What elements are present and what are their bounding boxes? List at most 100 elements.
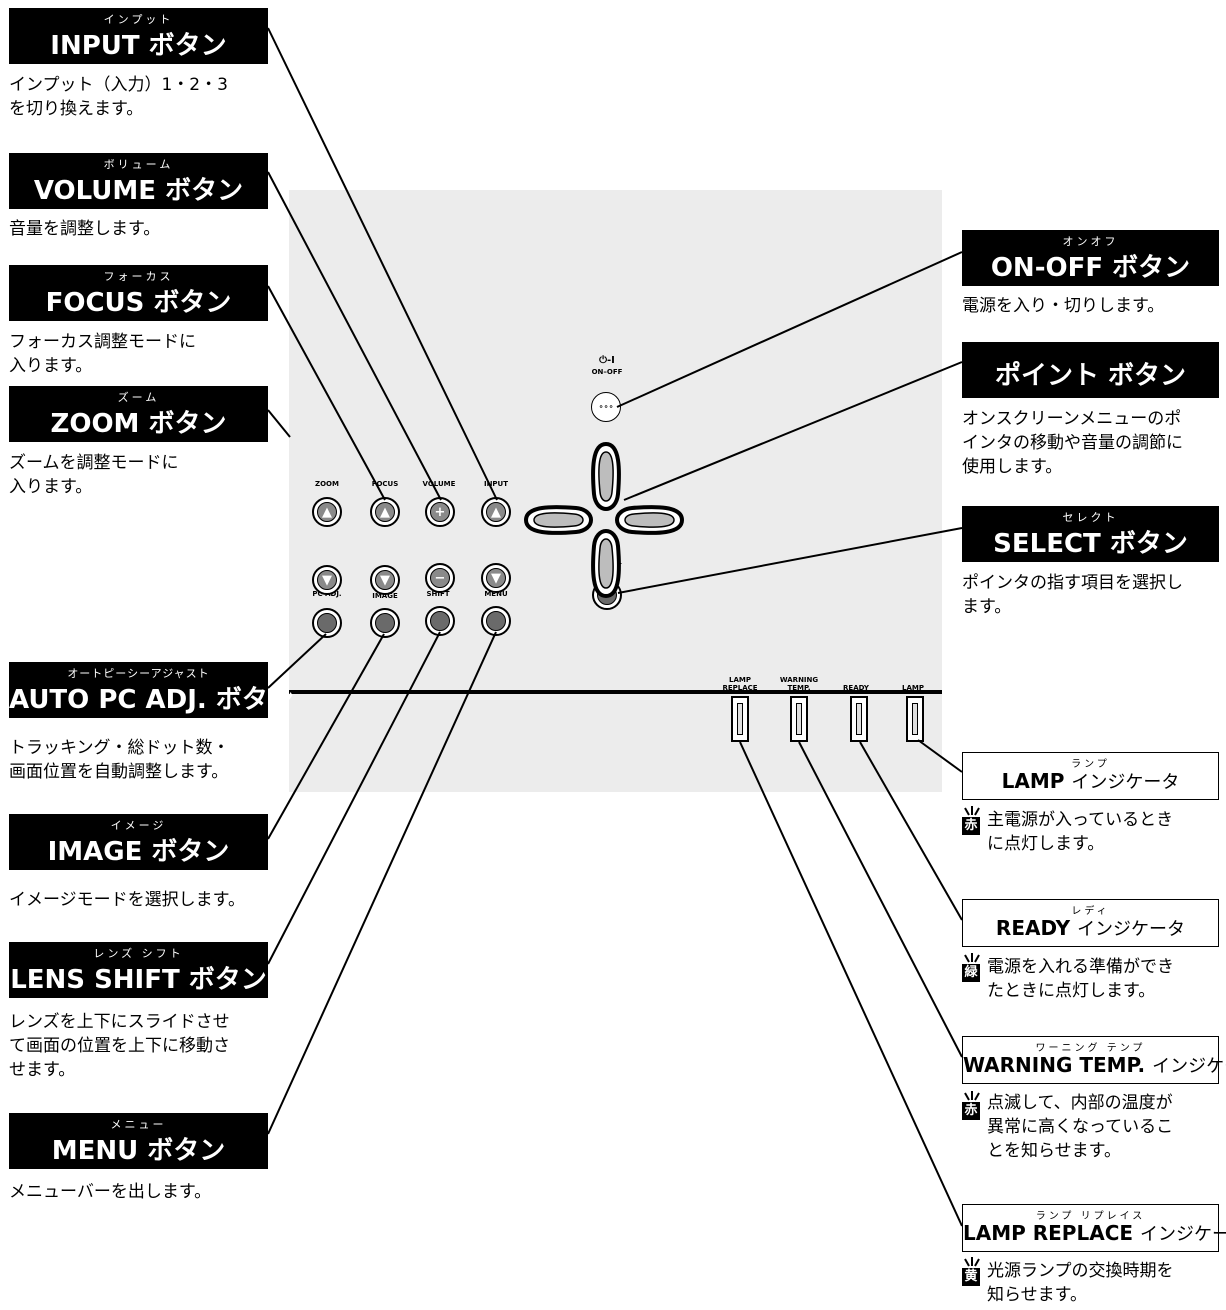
lamp-suffix: インジケータ	[1071, 772, 1180, 793]
round-button-cap-icon	[317, 613, 337, 633]
ready-ruby: レディ	[1071, 906, 1110, 917]
volume-plus-button[interactable]: +	[425, 497, 455, 527]
pointer-left-button[interactable]	[523, 505, 593, 535]
menu-title: MENU ボタン	[51, 1136, 226, 1166]
input-ruby: インプット	[103, 13, 174, 26]
lens-shift-button[interactable]	[425, 606, 455, 636]
warning-temp-panel-label: WARNING TEMP.	[774, 676, 824, 692]
warning-ruby: ワーニング テンプ	[1035, 1043, 1146, 1054]
on-off-button[interactable]: ∘∘∘	[591, 392, 621, 422]
lens-title: LENS SHIFT ボタン	[10, 965, 267, 995]
up-arrow-icon: ▲	[375, 502, 395, 522]
up-arrow-icon: ▲	[486, 502, 506, 522]
lens-label-line: SHIFT	[426, 590, 450, 598]
image-button[interactable]	[370, 608, 400, 638]
pointer-leader-line	[623, 361, 963, 501]
menu-desc-line: メニューバーを出します。	[9, 1182, 212, 1202]
point-title: ポイント ボタン	[994, 361, 1187, 391]
image-button-callout: イメージ IMAGE ボタン	[9, 814, 268, 870]
down-arrow-icon: ▼	[317, 570, 337, 590]
lens-shift-leader-line	[267, 631, 441, 965]
lamp-name: LAMP	[1001, 769, 1065, 793]
select-desc-line: ポインタの指す項目を選択し	[962, 573, 1183, 593]
focus-down-button[interactable]: ▼	[370, 565, 400, 595]
select-ruby: セレクト	[1062, 511, 1119, 524]
down-arrow-icon: ▼	[486, 568, 506, 588]
input-desc-line: を切り換えます。	[9, 99, 144, 119]
auto-desc-line: 画面位置を自動調整します。	[9, 762, 229, 782]
select-leader-line	[617, 527, 963, 594]
warning-desc-line: 異常に高くなっているこ	[987, 1117, 1174, 1137]
pointer-down-button[interactable]	[591, 529, 621, 599]
ready-panel-label: READY	[843, 684, 869, 692]
lamp-indicator-callout: ランプ LAMP インジケータ	[962, 752, 1219, 800]
lamp-replace-panel-label: LAMP REPLACE	[715, 676, 765, 692]
lens-description: レンズを上下にスライドさせ て画面の位置を上下に移動さ せます。	[9, 1010, 230, 1082]
warning-temp-indicator-callout: ワーニング テンプ WARNING TEMP. インジケータ	[962, 1036, 1226, 1084]
volume-button-callout: ボリューム VOLUME ボタン	[9, 153, 268, 209]
pointer-up-button[interactable]	[591, 441, 621, 511]
focus-title: FOCUS ボタン	[45, 288, 232, 318]
point-button-callout: ポイント ボタン	[962, 342, 1219, 398]
image-title: IMAGE ボタン	[47, 837, 230, 867]
zoom-leader-line-a	[267, 409, 291, 438]
warning-light-mark: 赤	[962, 1091, 982, 1120]
ready-light-mark: 緑	[962, 953, 982, 982]
image-leader-line	[267, 633, 385, 840]
focus-button-callout: フォーカス FOCUS ボタン	[9, 265, 268, 321]
down-arrow-icon: ▼	[375, 570, 395, 590]
volume-desc-line: 音量を調整します。	[9, 219, 161, 239]
volume-minus-button[interactable]: −	[425, 563, 455, 593]
auto-title: AUTO PC ADJ. ボタン	[9, 685, 294, 715]
ready-desc-line: 電源を入れる準備ができ	[987, 957, 1174, 977]
replace-desc-line: 光源ランプの交換時期を	[987, 1261, 1174, 1281]
red-color-chip: 赤	[962, 817, 980, 835]
red-color-chip: 赤	[962, 1102, 980, 1120]
warning-description: 点滅して、内部の温度が 異常に高くなっているこ とを知らせます。	[987, 1091, 1173, 1163]
replace-ruby: ランプ リプレイス	[1035, 1211, 1146, 1222]
warning-name: WARNING TEMP.	[963, 1053, 1146, 1077]
auto-pc-adj-button-callout: オートピーシーアジャスト AUTO PC ADJ. ボタン	[9, 662, 294, 718]
lens-ruby: レンズ シフト	[93, 947, 184, 960]
focus-leader-line	[267, 285, 386, 501]
light-rays-icon	[964, 1257, 980, 1267]
light-rays-icon	[964, 953, 980, 963]
zoom-desc-line: ズームを調整モードに	[9, 453, 179, 473]
input-button-callout: インプット INPUT ボタン	[9, 8, 268, 64]
menu-button[interactable]	[481, 606, 511, 636]
warning-suffix: インジケータ	[1152, 1056, 1226, 1077]
zoom-title: ZOOM ボタン	[50, 409, 227, 439]
point-description: オンスクリーンメニューのポ インタの移動や音量の調節に 使用します。	[962, 407, 1183, 479]
image-panel-label: IMAGE	[372, 592, 398, 600]
image-desc-line: イメージモードを選択します。	[9, 890, 245, 910]
round-button-cap-icon	[430, 611, 450, 631]
warning-temp-label-line: WARNING	[779, 676, 819, 684]
input-down-button[interactable]: ▼	[481, 563, 511, 593]
plus-icon: +	[430, 502, 450, 522]
volume-leader-line	[267, 171, 442, 501]
input-panel-label: INPUT	[483, 480, 509, 488]
select-desc-line: ます。	[962, 597, 1012, 617]
lamp-replace-leader-line	[739, 741, 963, 1227]
auto-pc-adj-button[interactable]	[312, 608, 342, 638]
focus-desc-line: フォーカス調整モードに	[9, 332, 196, 352]
round-button-cap-icon	[375, 613, 395, 633]
zoom-button-callout: ズーム ZOOM ボタン	[9, 386, 268, 442]
pointer-right-button[interactable]	[615, 505, 685, 535]
lamp-replace-indicator-light	[731, 696, 749, 742]
auto-leader-line	[267, 633, 327, 689]
up-arrow-icon: ▲	[317, 502, 337, 522]
volume-description: 音量を調整します。	[9, 217, 160, 241]
menu-panel-label: MENU	[484, 590, 508, 598]
auto-desc-line: トラッキング・総ドット数・	[9, 738, 230, 758]
select-title: SELECT ボタン	[993, 529, 1188, 559]
lens-shift-button-callout: レンズ シフト LENS SHIFT ボタン	[9, 942, 268, 998]
lamp-desc-line: に点灯します。	[987, 834, 1105, 854]
zoom-up-button[interactable]: ▲	[312, 497, 342, 527]
volume-ruby: ボリューム	[103, 158, 174, 171]
zoom-down-button[interactable]: ▼	[312, 565, 342, 595]
input-up-button[interactable]: ▲	[481, 497, 511, 527]
power-dots-icon: ∘∘∘	[596, 397, 616, 417]
replace-light-mark: 黄	[962, 1257, 982, 1286]
